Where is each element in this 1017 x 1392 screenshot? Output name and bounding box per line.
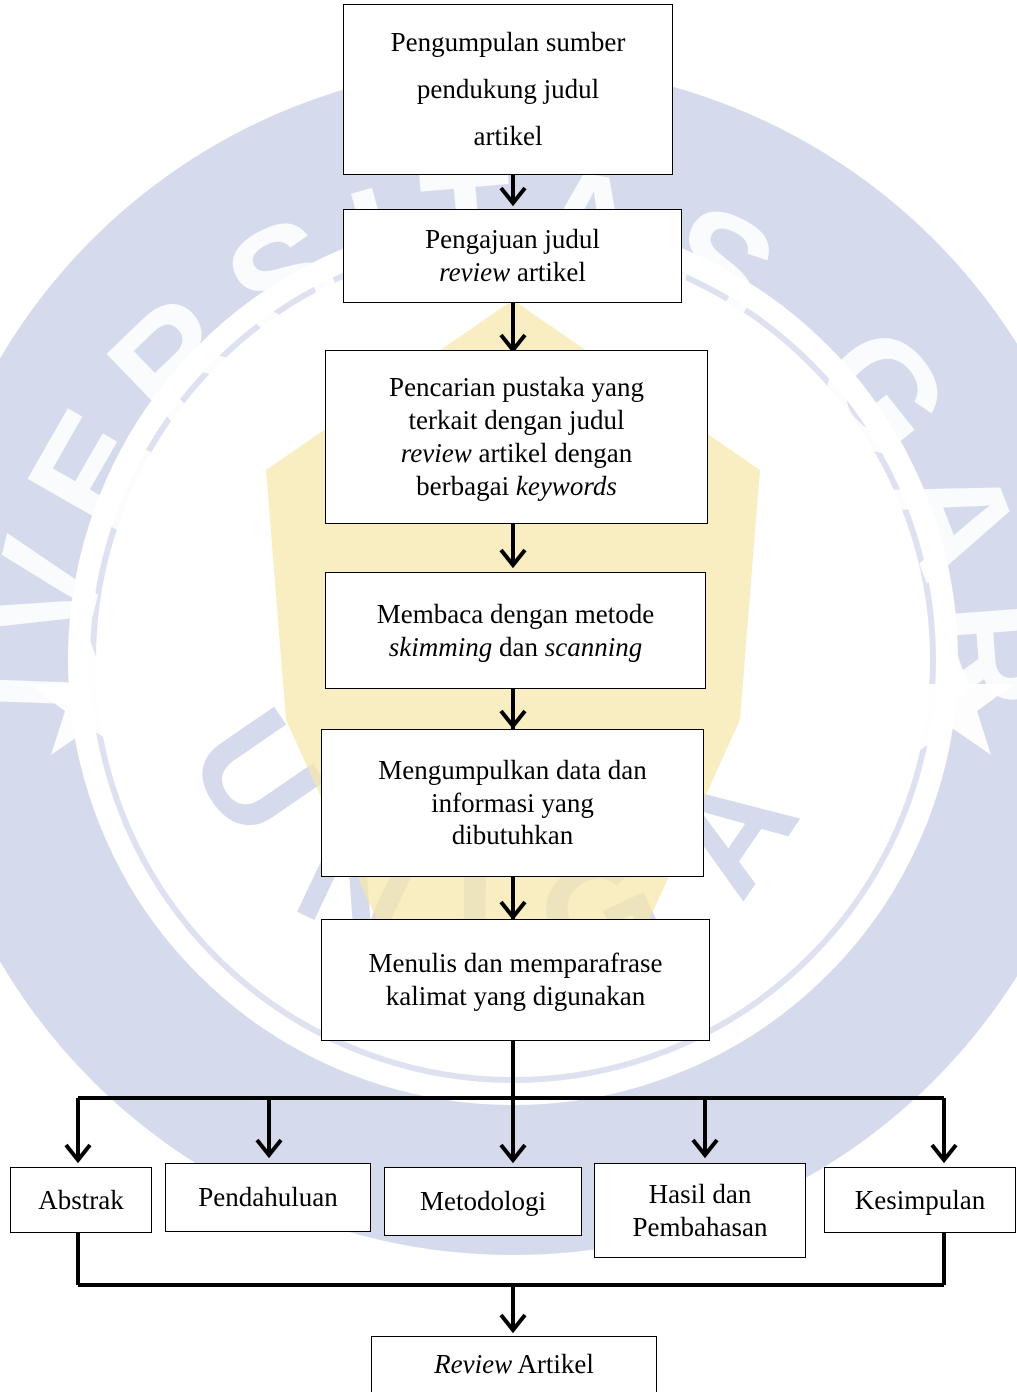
box-text-line: artikel xyxy=(473,121,543,151)
step-pengumpulan-sumber: Pengumpulan sumber pendukung judul artikel xyxy=(343,4,673,175)
box-text-line: terkait dengan judul xyxy=(408,405,625,436)
box-text-line: Pendahuluan xyxy=(198,1182,338,1213)
box-text-line: Hasil dan xyxy=(648,1178,752,1209)
box-text-line: review artikel dengan xyxy=(400,438,633,468)
box-text-line: Abstrak xyxy=(38,1184,124,1215)
seal-star-right xyxy=(890,640,1014,755)
box-text-line: skimming dan scanning xyxy=(388,631,643,662)
box-text-line: review artikel xyxy=(439,257,586,287)
box-text-line: Metodologi xyxy=(420,1186,546,1217)
section-abstrak: Abstrak xyxy=(10,1167,152,1233)
box-text-line: kalimat yang digunakan xyxy=(385,981,646,1011)
arrow-to-metodologi xyxy=(499,1098,527,1164)
box-text-line: Pengajuan judul xyxy=(425,224,600,255)
box-text-line: Pembahasan xyxy=(632,1211,768,1242)
result-review-artikel: Review Artikel xyxy=(371,1336,657,1392)
arrow-1-2 xyxy=(499,175,527,207)
box-text-line: Pengumpulan sumber xyxy=(390,27,626,57)
section-pendahuluan: Pendahuluan xyxy=(165,1163,371,1232)
arrow-2-3 xyxy=(499,303,527,354)
box-text-line: berbagai keywords xyxy=(416,470,617,501)
box-text-line: dibutuhkan xyxy=(451,820,574,851)
arrow-to-hasil xyxy=(691,1098,719,1159)
section-metodologi: Metodologi xyxy=(384,1167,582,1236)
arrow-to-pendahuluan xyxy=(255,1098,283,1159)
seal-star-left xyxy=(28,640,152,755)
box-text-line: pendukung judul xyxy=(416,74,600,104)
arrow-to-kesimpulan xyxy=(930,1098,958,1164)
section-kesimpulan: Kesimpulan xyxy=(824,1167,1016,1233)
arrow-to-review xyxy=(499,1285,527,1334)
box-text-line: Mengumpulkan data dan xyxy=(378,754,647,785)
arrow-to-abstrak xyxy=(64,1098,92,1164)
box-text-line: Membaca dengan metode xyxy=(376,598,655,629)
arrow-3-4 xyxy=(499,524,527,569)
box-text-line: Menulis dan memparafrase xyxy=(368,948,663,979)
box-text-line: Review Artikel xyxy=(434,1349,594,1380)
box-text-line: Kesimpulan xyxy=(854,1184,986,1215)
box-text-line: informasi yang xyxy=(431,787,594,818)
box-text-line: Pencarian pustaka yang xyxy=(389,372,644,403)
